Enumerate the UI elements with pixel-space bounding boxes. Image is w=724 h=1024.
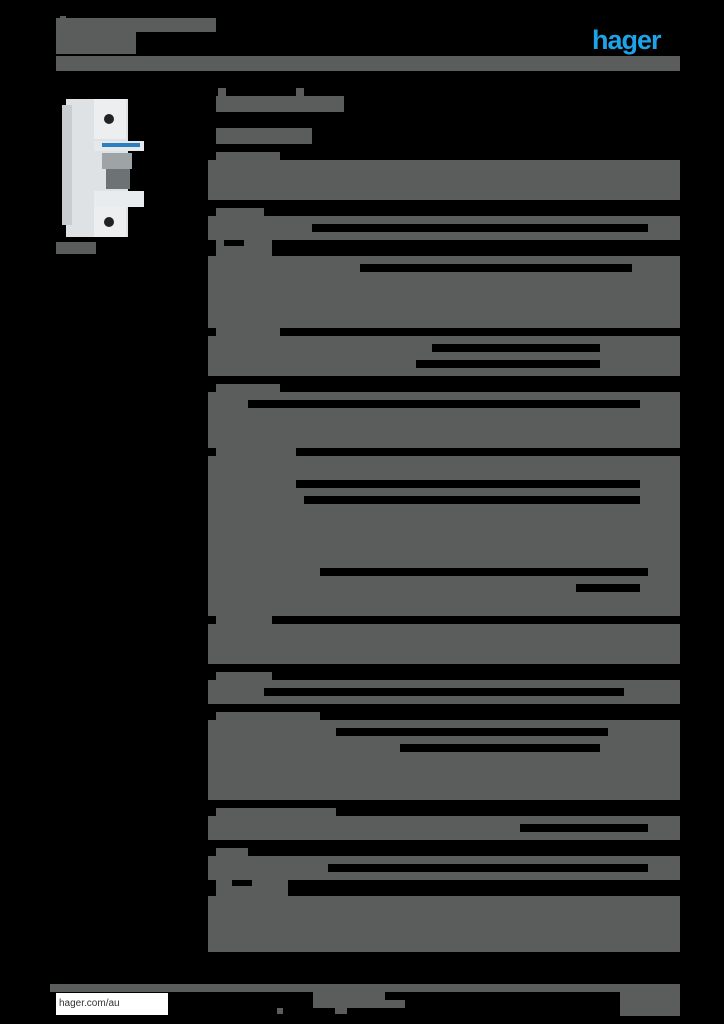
section-title: [redacted] xyxy=(216,324,280,336)
ascender xyxy=(60,16,66,20)
product-image xyxy=(62,95,146,240)
row-gap xyxy=(336,728,608,736)
section-title: [redacted] xyxy=(216,384,280,394)
footer-descender xyxy=(335,1008,347,1014)
row-gap xyxy=(296,480,640,488)
header-subtitle-block: [redacted subtitle] xyxy=(56,32,136,46)
spec-table xyxy=(208,336,680,376)
footer-center-block: [redacted] xyxy=(313,992,385,1008)
row-gap xyxy=(264,688,624,696)
footer-descender xyxy=(277,1008,283,1014)
row-gap xyxy=(312,224,648,232)
ascender xyxy=(218,88,226,96)
row-gap xyxy=(520,824,648,832)
row-gap xyxy=(248,400,640,408)
section-title: [redacted] xyxy=(216,612,272,624)
product-caption: [redacted caption] xyxy=(56,242,96,254)
logo-subline xyxy=(585,56,680,64)
footer-url[interactable]: hager.com/au xyxy=(56,993,168,1015)
section-title: [redacted] xyxy=(216,672,272,682)
header-rule xyxy=(56,56,680,71)
row-gap xyxy=(400,744,600,752)
header-gap xyxy=(136,40,586,56)
ascender xyxy=(296,88,304,96)
footer-center-tail xyxy=(385,1000,405,1008)
section-title: [redacted] xyxy=(216,880,288,896)
spec-table xyxy=(208,160,680,200)
section-title: [redacted] xyxy=(216,712,320,722)
main-subheading: [redacted subheading] xyxy=(216,128,312,144)
section-title: [redacted] xyxy=(216,152,280,162)
section-title: [redacted] xyxy=(216,848,248,858)
hager-logo: hager xyxy=(592,25,662,55)
notch xyxy=(224,240,244,246)
row-gap xyxy=(360,264,632,272)
spec-table xyxy=(208,624,680,664)
row-gap xyxy=(432,344,600,352)
footer-rule xyxy=(50,984,680,992)
main-heading: [redacted heading] xyxy=(216,96,344,112)
row-gap xyxy=(576,584,640,592)
footer-page-info: [redacted] xyxy=(620,992,680,1016)
circuit-breaker-icon xyxy=(62,99,144,237)
row-gap xyxy=(416,360,600,368)
spec-table xyxy=(208,896,680,952)
notch xyxy=(232,880,252,886)
row-gap xyxy=(320,568,648,576)
header-line3 xyxy=(56,46,156,54)
section-title: [redacted] xyxy=(216,808,336,818)
section-title: [redacted] xyxy=(216,208,264,218)
header-title-block: [redacted title] xyxy=(56,18,216,32)
row-gap xyxy=(328,864,648,872)
row-gap xyxy=(304,496,640,504)
section-title: [redacted] xyxy=(216,448,296,458)
